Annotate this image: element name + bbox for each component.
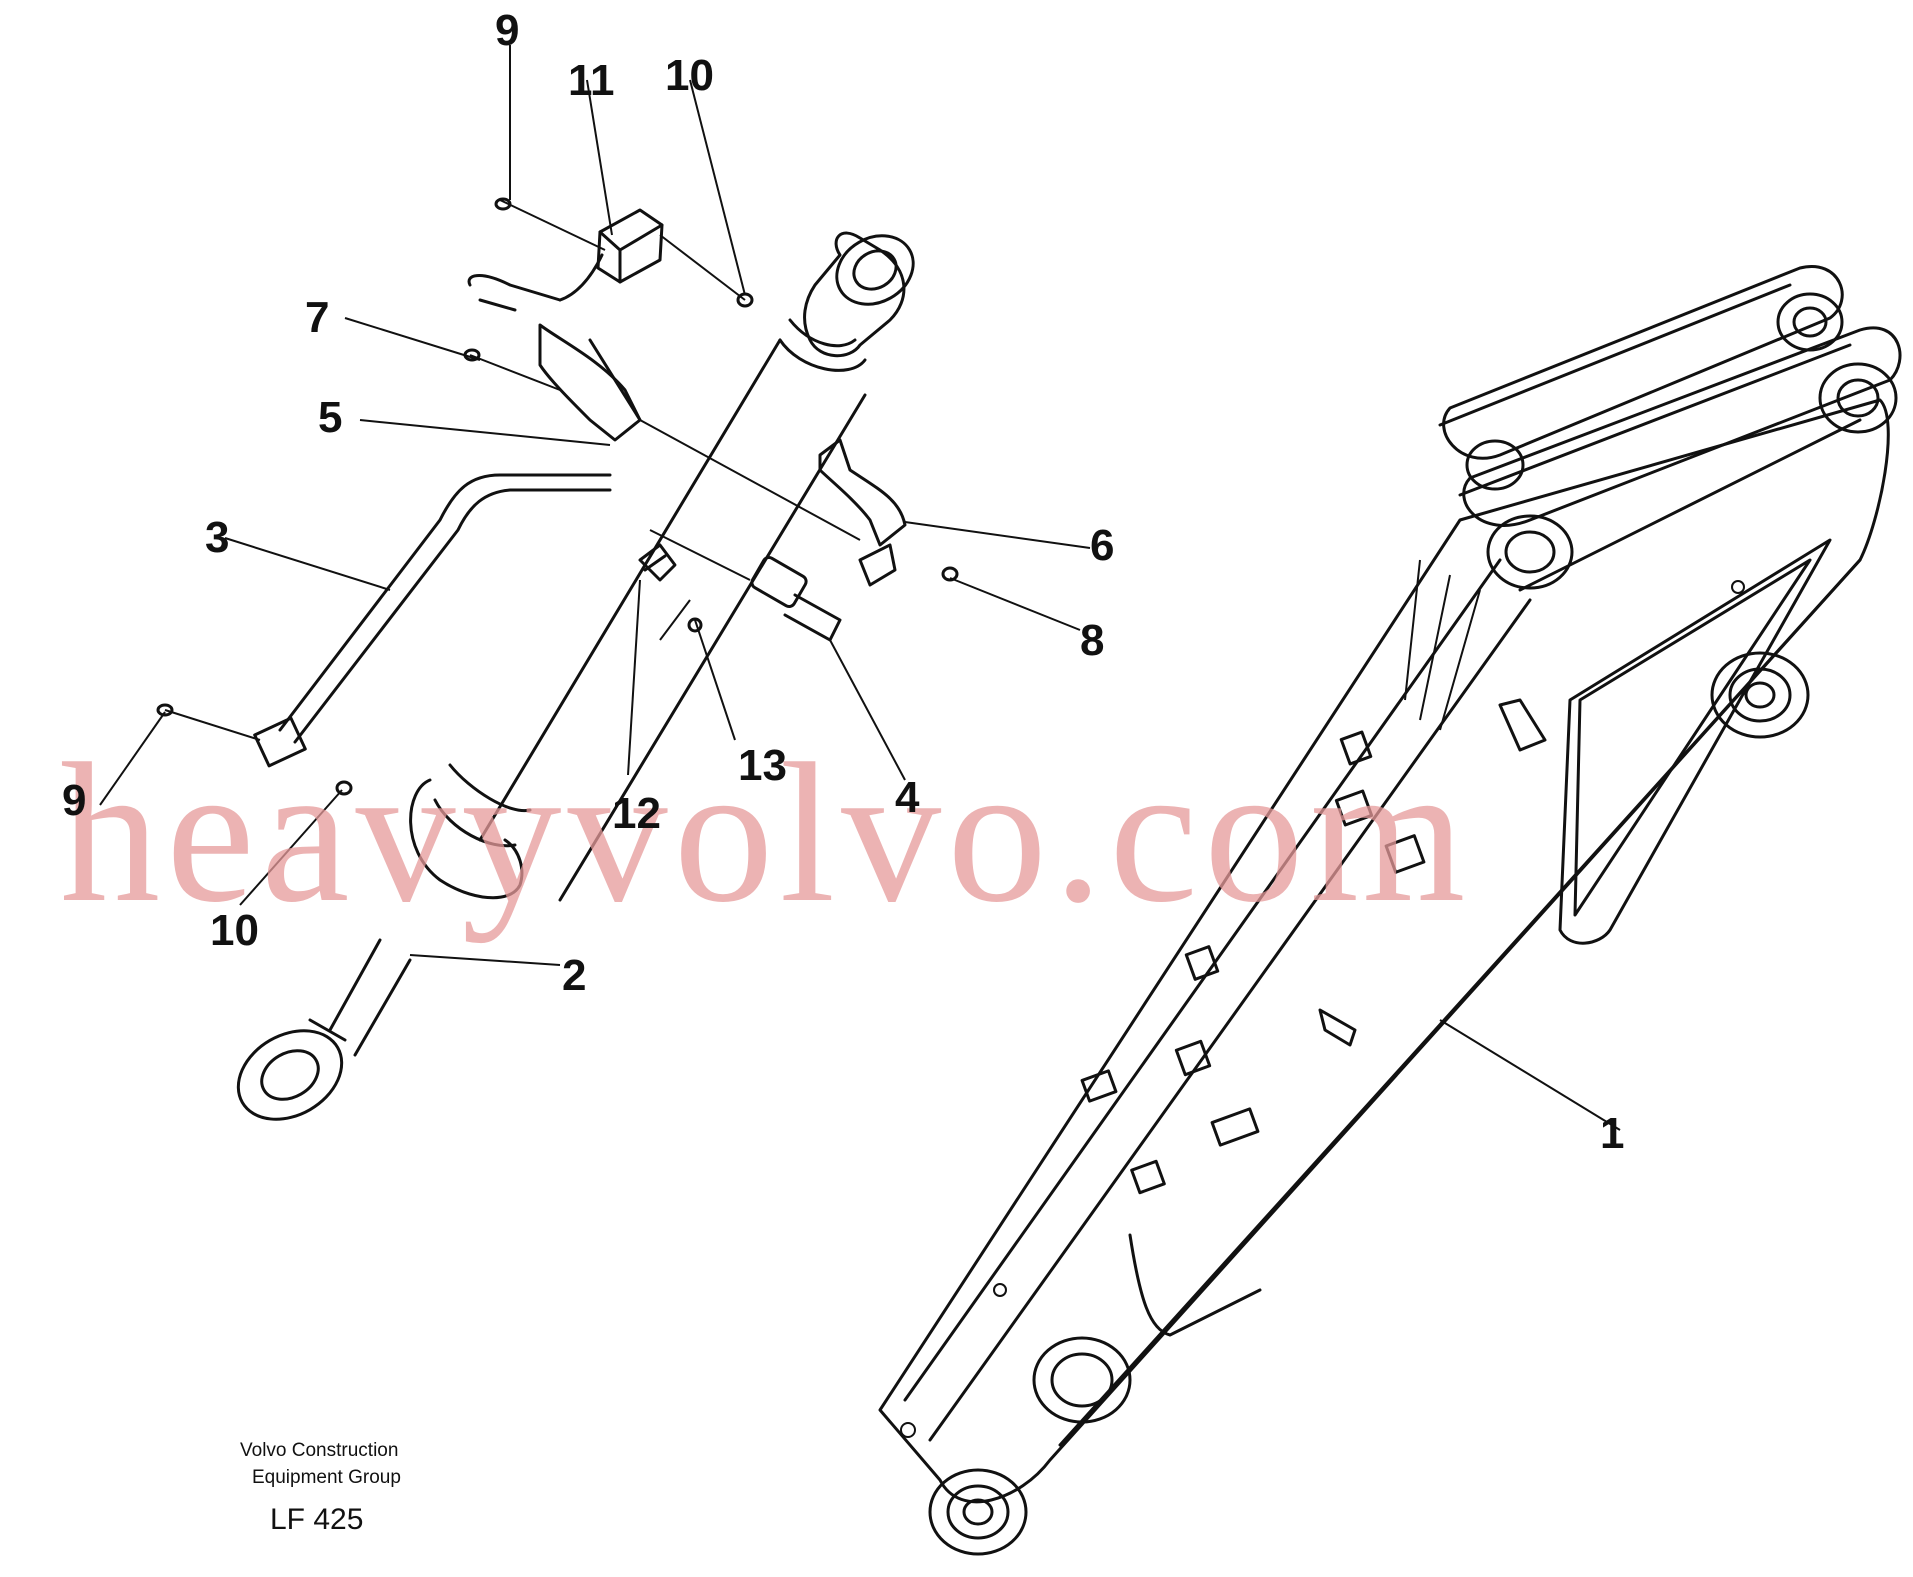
callout-9-left: 9 (62, 776, 86, 825)
callout-7: 7 (305, 293, 329, 342)
plate (638, 543, 677, 582)
callout-2: 2 (562, 951, 586, 1000)
callout-5: 5 (318, 393, 342, 442)
callout-numbers: 1 2 3 4 5 6 7 8 9 9 10 10 11 12 13 (62, 6, 1624, 1158)
callout-3: 3 (205, 513, 229, 562)
callout-4: 4 (895, 773, 920, 822)
pipe (253, 473, 612, 768)
clamp-half (818, 438, 907, 587)
block (558, 208, 664, 302)
caption-line-2: Equipment Group (252, 1467, 401, 1488)
caption-block: Volvo Construction Equipment Group LF 42… (240, 1440, 401, 1536)
callout-1: 1 (1600, 1109, 1624, 1158)
callout-10-top: 10 (665, 51, 714, 100)
clamp-bracket (467, 274, 642, 442)
callout-13: 13 (738, 741, 787, 790)
caption-line-1: Volvo Construction (240, 1440, 398, 1461)
callout-11: 11 (568, 56, 615, 105)
callout-10-left: 10 (210, 906, 259, 955)
sensor (750, 555, 842, 642)
callout-8: 8 (1080, 616, 1104, 665)
fasteners (156, 197, 959, 796)
watermark-text: heavyvolvo.com (60, 723, 1471, 944)
boom (878, 265, 1902, 1556)
callout-6: 6 (1090, 521, 1114, 570)
callout-9-top: 9 (495, 6, 519, 55)
drawing-code: LF 425 (270, 1503, 363, 1536)
boom-cylinder (236, 231, 915, 1121)
leader-lines (99, 45, 1621, 1131)
callout-12: 12 (612, 789, 661, 838)
